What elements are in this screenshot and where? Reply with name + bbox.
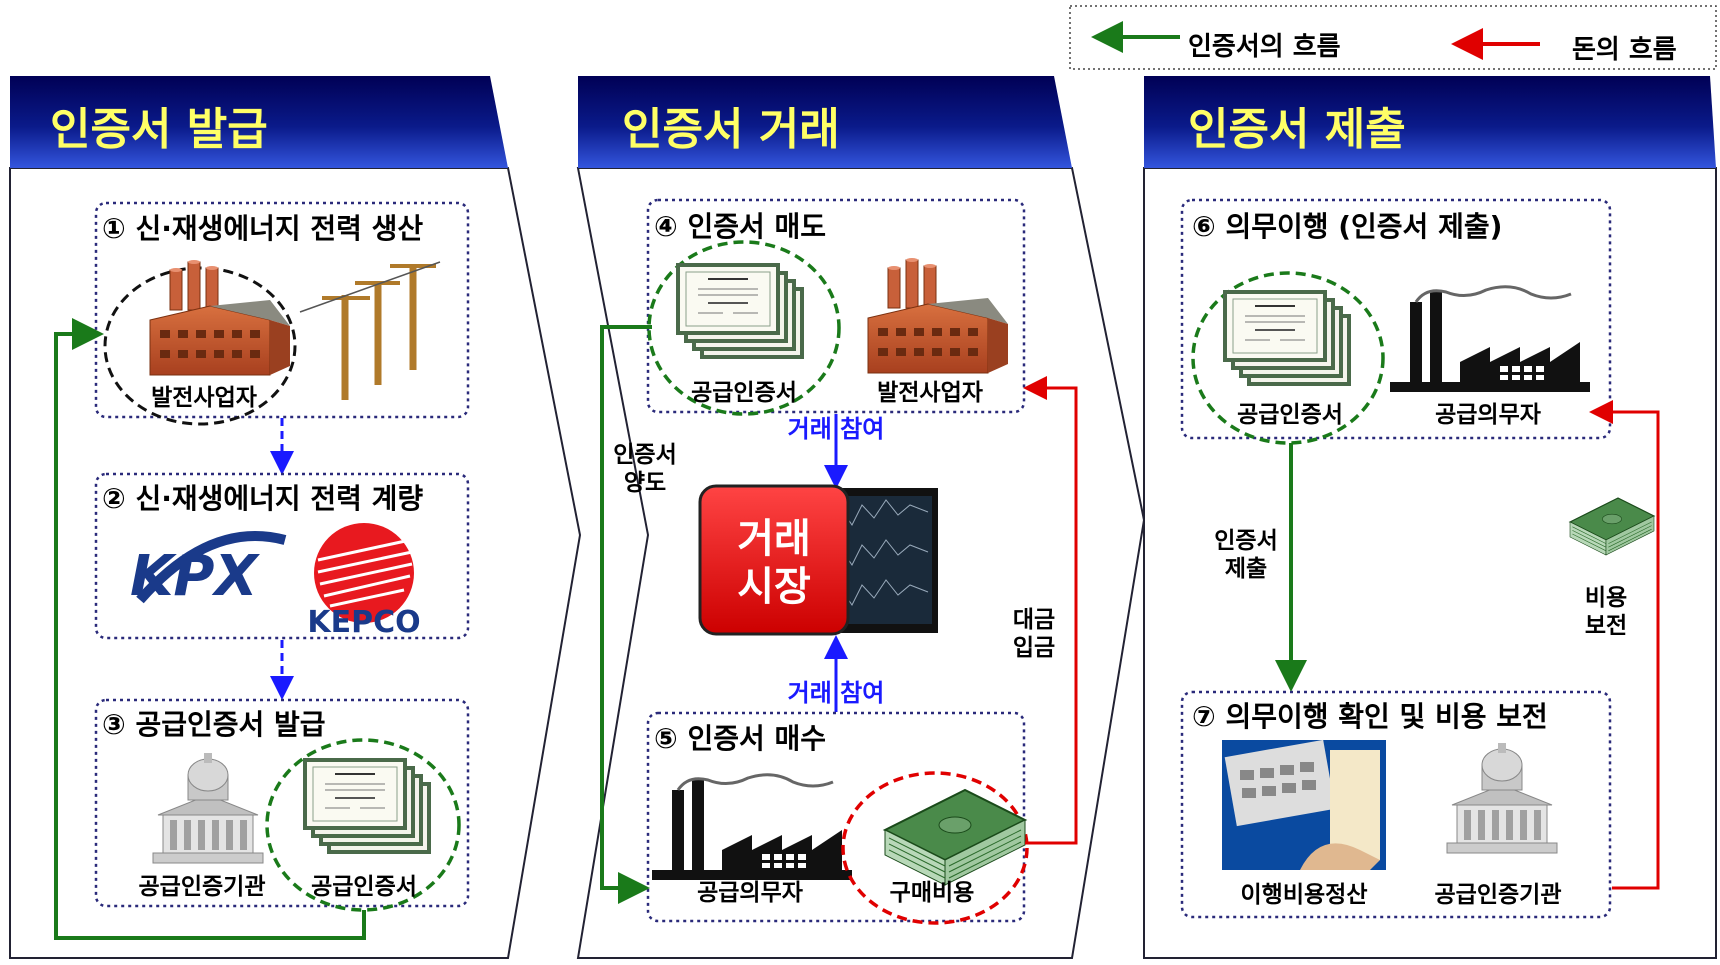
issue-loop-arrow bbox=[54, 318, 366, 940]
certificate-icon bbox=[676, 263, 804, 359]
certificate-transfer-arrow bbox=[600, 325, 652, 904]
participate-bottom-label: 거래 참여 bbox=[788, 679, 885, 707]
payment-label-line-2: 입금 bbox=[1013, 635, 1055, 661]
step-5-box bbox=[646, 711, 1026, 923]
submit-label-line-1: 인증서 bbox=[1214, 528, 1277, 554]
step-4-box bbox=[646, 198, 1026, 414]
step-1-title: ① 신·재생에너지 전력 생산 bbox=[102, 212, 423, 245]
trading-market-box bbox=[698, 484, 850, 636]
compensation-label-line-2: 보전 bbox=[1585, 613, 1627, 639]
step-3-title: ③ 공급인증서 발급 bbox=[102, 708, 326, 741]
step-7-label-settlement: 이행비용정산 bbox=[1241, 882, 1368, 908]
legend-certificate-label: 인증서의 흐름 bbox=[1188, 32, 1341, 62]
step-5-label-obligor: 공급의무자 bbox=[697, 880, 803, 906]
step-3-label-agency: 공급인증기관 bbox=[139, 874, 266, 900]
kepco-logo: KEPCO bbox=[307, 523, 421, 640]
transfer-label-line-1: 인증서 bbox=[613, 442, 676, 468]
trading-market-line-2: 시장 bbox=[737, 564, 811, 610]
step-7-box bbox=[1180, 690, 1612, 919]
kpx-logo-text: KPX bbox=[130, 544, 260, 609]
panel-issue-title: 인증서 발급 bbox=[50, 104, 268, 155]
step-6-box bbox=[1180, 198, 1612, 440]
submit-label-line-2: 제출 bbox=[1225, 556, 1267, 582]
step-1-label-producer: 발전사업자 bbox=[151, 385, 257, 411]
payment-label-line-1: 대금 bbox=[1013, 607, 1055, 633]
trading-market-line-1: 거래 bbox=[737, 516, 811, 562]
payment-arrow bbox=[1023, 376, 1078, 845]
step-3-box bbox=[94, 698, 470, 908]
panel-trade-header bbox=[578, 76, 1072, 168]
step-4-label-certificate: 공급인증서 bbox=[691, 380, 797, 406]
legend: 인증서의 흐름 돈의 흐름 bbox=[1069, 5, 1717, 70]
step-6-label-obligor: 공급의무자 bbox=[1435, 402, 1541, 428]
step-7-label-agency: 공급인증기관 bbox=[1435, 882, 1562, 908]
panel-trade-title: 인증서 거래 bbox=[622, 104, 840, 155]
step-3-label-certificate: 공급인증서 bbox=[311, 874, 417, 900]
step-2-title: ② 신·재생에너지 전력 계량 bbox=[102, 482, 423, 515]
step-5-title: ⑤ 인증서 매수 bbox=[654, 722, 826, 755]
step-4-title: ④ 인증서 매도 bbox=[654, 210, 826, 243]
step-2-box bbox=[94, 472, 470, 640]
power-pole-icon bbox=[299, 261, 441, 400]
certificate-icon bbox=[1223, 290, 1351, 386]
certificate-icon bbox=[303, 758, 431, 854]
kepco-logo-text: KEPCO bbox=[307, 605, 420, 640]
panel-submit: 인증서 제출 ⑥ 의무이행 (인증서 제출) 공급인증서 공급의무자 인증서 제… bbox=[1143, 76, 1717, 959]
panel-submit-header bbox=[1144, 76, 1716, 168]
step-5-label-cost: 구매비용 bbox=[890, 880, 975, 906]
step-4-label-producer: 발전사업자 bbox=[877, 380, 983, 406]
step-6-title: ⑥ 의무이행 (인증서 제출) bbox=[1192, 210, 1502, 243]
panel-trade: 인증서 거래 ④ 인증서 매도 공급인증서 발전사업자 거래 참여 거래 시장 … bbox=[576, 76, 1146, 959]
step-7-title: ⑦ 의무이행 확인 및 비용 보전 bbox=[1192, 700, 1548, 733]
compensation-label-line-1: 비용 bbox=[1585, 585, 1627, 611]
kpx-logo: KPX bbox=[130, 531, 287, 609]
legend-money-label: 돈의 흐름 bbox=[1572, 35, 1677, 65]
compensation-arrow bbox=[1589, 400, 1660, 890]
transfer-label-line-2: 양도 bbox=[624, 470, 666, 496]
panel-issue-header bbox=[10, 76, 508, 168]
step-6-label-certificate: 공급인증서 bbox=[1237, 402, 1343, 428]
panel-issue: 인증서 발급 ① 신·재생에너지 전력 생산 발전사업자 ② 신·재생에너지 전… bbox=[9, 76, 582, 959]
calculator-icon bbox=[1222, 739, 1386, 870]
panel-submit-title: 인증서 제출 bbox=[1188, 104, 1406, 155]
step-1-box bbox=[94, 201, 470, 419]
